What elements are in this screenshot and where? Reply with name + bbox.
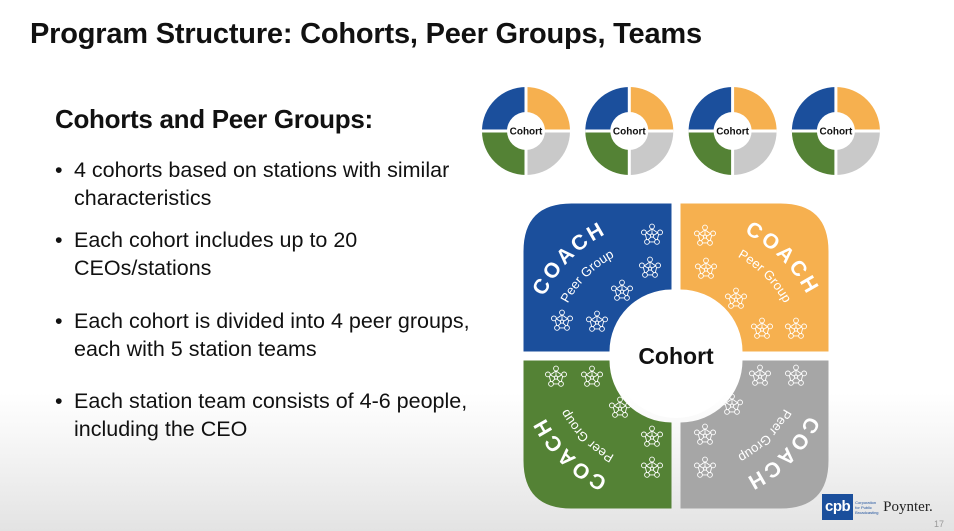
quadrant-gray <box>680 360 829 509</box>
small-cohort-center <box>713 112 752 150</box>
poynter-logo: Poynter. <box>883 498 933 515</box>
small-cohort-wheel: Cohort <box>585 87 674 175</box>
big-cohort-ring: COACH Peer Group COACH Peer Group COACH … <box>523 203 829 509</box>
section-subtitle: Cohorts and Peer Groups: <box>55 104 373 134</box>
small-cohort-wheel: Cohort <box>482 87 570 175</box>
cohort-center-label: Cohort <box>638 343 714 369</box>
bullet-text: 4 cohorts based on stations with similar… <box>74 158 450 210</box>
small-cohort-wheel: Cohort <box>791 87 880 175</box>
small-cohort-center <box>610 112 649 150</box>
bullet-text: Each station team consists of 4-6 people… <box>74 389 468 441</box>
small-cohort-label: Cohort <box>613 127 646 138</box>
bullet-item: • Each cohort includes up to 20 CEOs/sta… <box>55 226 475 282</box>
bullet-item: • Each cohort is divided into 4 peer gro… <box>55 307 475 363</box>
small-cohort-label: Cohort <box>820 127 853 138</box>
small-cohort-center <box>816 112 855 150</box>
bullet-text: Each cohort includes up to 20 CEOs/stati… <box>74 228 358 280</box>
quadrant-orange <box>680 203 829 352</box>
slide-number: 17 <box>934 519 945 529</box>
small-cohort-label: Cohort <box>716 127 749 138</box>
bullet-marker: • <box>55 228 63 252</box>
quadrant-green <box>523 360 672 509</box>
small-cohort-label: Cohort <box>510 127 543 138</box>
small-cohorts-row: Cohort Cohort Cohort Cohort <box>482 87 880 175</box>
small-cohort-wheel: Cohort <box>688 87 777 175</box>
cpb-logo-subtext: Corporation for Public Broadcasting <box>855 499 879 515</box>
bullet-marker: • <box>55 309 63 333</box>
small-cohort-center <box>507 112 545 150</box>
bullet-item: • Each station team consists of 4-6 peop… <box>55 387 475 443</box>
cohort-center <box>614 294 738 418</box>
footer-logos: cpb Corporation for Public Broadcasting … <box>822 492 947 522</box>
bullet-text: Each cohort is divided into 4 peer group… <box>74 309 470 361</box>
bullet-marker: • <box>55 389 63 413</box>
bullet-item: • 4 cohorts based on stations with simil… <box>55 156 475 212</box>
cpb-logo: cpb <box>822 494 854 520</box>
bullet-marker: • <box>55 158 63 182</box>
slide-title: Program Structure: Cohorts, Peer Groups,… <box>30 18 702 50</box>
